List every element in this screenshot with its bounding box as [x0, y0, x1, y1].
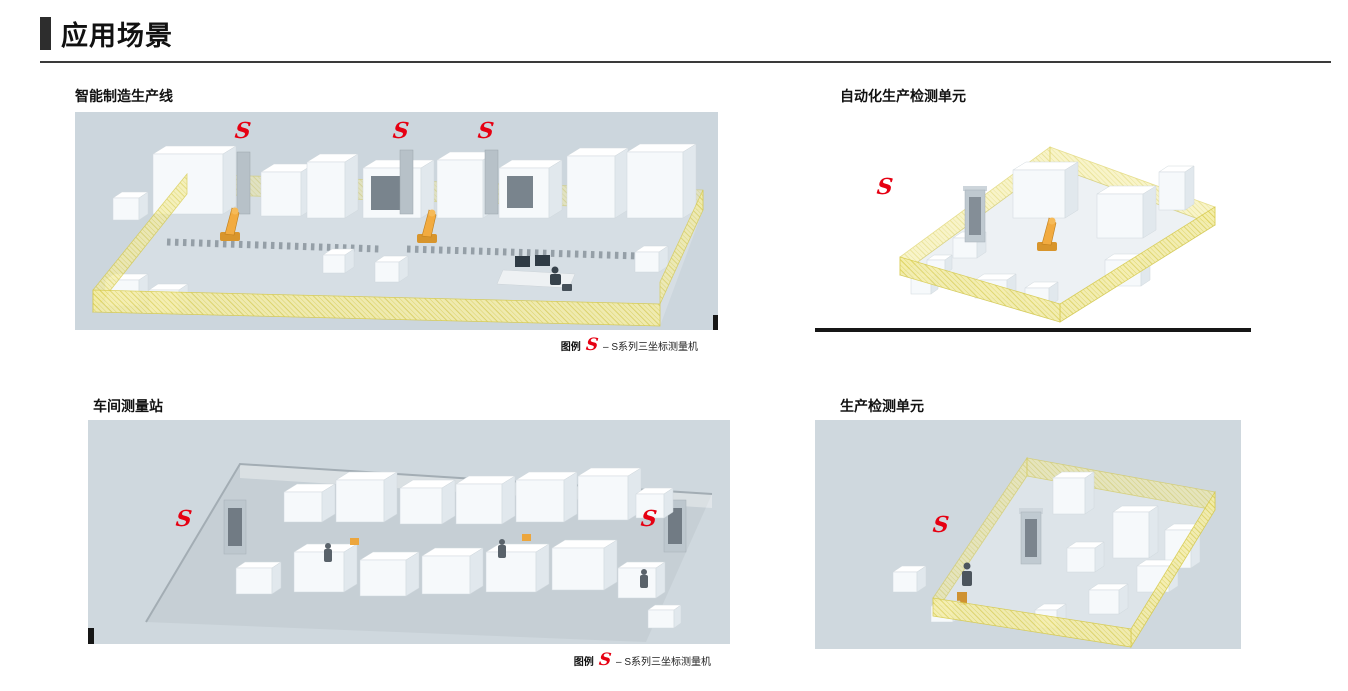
scene-image-workshop-station: S S: [88, 420, 730, 644]
scene-image-inspection-cell: S: [815, 420, 1241, 649]
header-rule: [40, 61, 1331, 63]
legend-symbol-s: S: [597, 650, 613, 670]
machine-front-row: [235, 539, 682, 629]
scene-label-inspection-cell: 生产检测单元: [840, 398, 924, 414]
cmm-marker-s: S: [875, 174, 895, 200]
scene-illustration-inspection-cell: [815, 420, 1241, 649]
cmm-marker-s: S: [476, 118, 496, 144]
cmm-marker-s: S: [391, 118, 411, 144]
small-crates: [104, 191, 669, 313]
machines: [1034, 471, 1201, 629]
safety-fence-front: [899, 206, 1216, 323]
scene-illustration-workshop-station: [88, 420, 730, 644]
operator: [957, 562, 972, 605]
page-header: 应用场景: [40, 14, 173, 53]
corner-tick: [713, 315, 718, 330]
legend: 图例 S – S系列三坐标测量机: [88, 650, 731, 670]
cmm-machines: [236, 149, 499, 215]
cmm-marker-s: S: [174, 506, 194, 532]
legend-prefix: 图例: [560, 342, 581, 353]
legend-symbol-s: S: [584, 335, 600, 355]
corner-tick: [88, 628, 94, 644]
legend-text: – S系列三坐标测量机: [615, 657, 711, 668]
machine-accents: [350, 534, 531, 545]
page-title: 应用场景: [61, 21, 173, 51]
machine-back-row: [283, 467, 674, 525]
cmm-machines: [223, 499, 687, 555]
cmm-marker-s: S: [639, 506, 659, 532]
scene-image-auto-inspection-cell: S: [815, 110, 1251, 326]
scene-label-auto-inspection-cell: 自动化生产检测单元: [840, 88, 966, 104]
scene-illustration-production-line: [75, 112, 718, 330]
panel-underline: [815, 328, 1251, 332]
scene-label-workshop-station: 车间测量站: [93, 398, 163, 414]
safety-fence: [92, 172, 704, 327]
scene-illustration-auto-inspection-cell: [815, 110, 1251, 326]
operator-workstation: [496, 255, 576, 291]
cmm-marker-s: S: [931, 512, 951, 538]
safety-fence-front: [932, 490, 1216, 649]
title-accent-bar: [40, 17, 51, 50]
scene-image-production-line: S S S: [75, 112, 718, 330]
operators: [324, 539, 648, 588]
legend-text: – S系列三坐标测量机: [602, 342, 698, 353]
cmm-machine: [963, 186, 987, 243]
legend: 图例 S – S系列三坐标测量机: [75, 335, 718, 355]
conveyor: [166, 238, 641, 260]
cmm-marker-s: S: [233, 118, 253, 144]
legend-prefix: 图例: [573, 657, 594, 668]
cmm-machine: [1019, 508, 1043, 565]
scene-label-production-line: 智能制造生产线: [75, 88, 173, 104]
